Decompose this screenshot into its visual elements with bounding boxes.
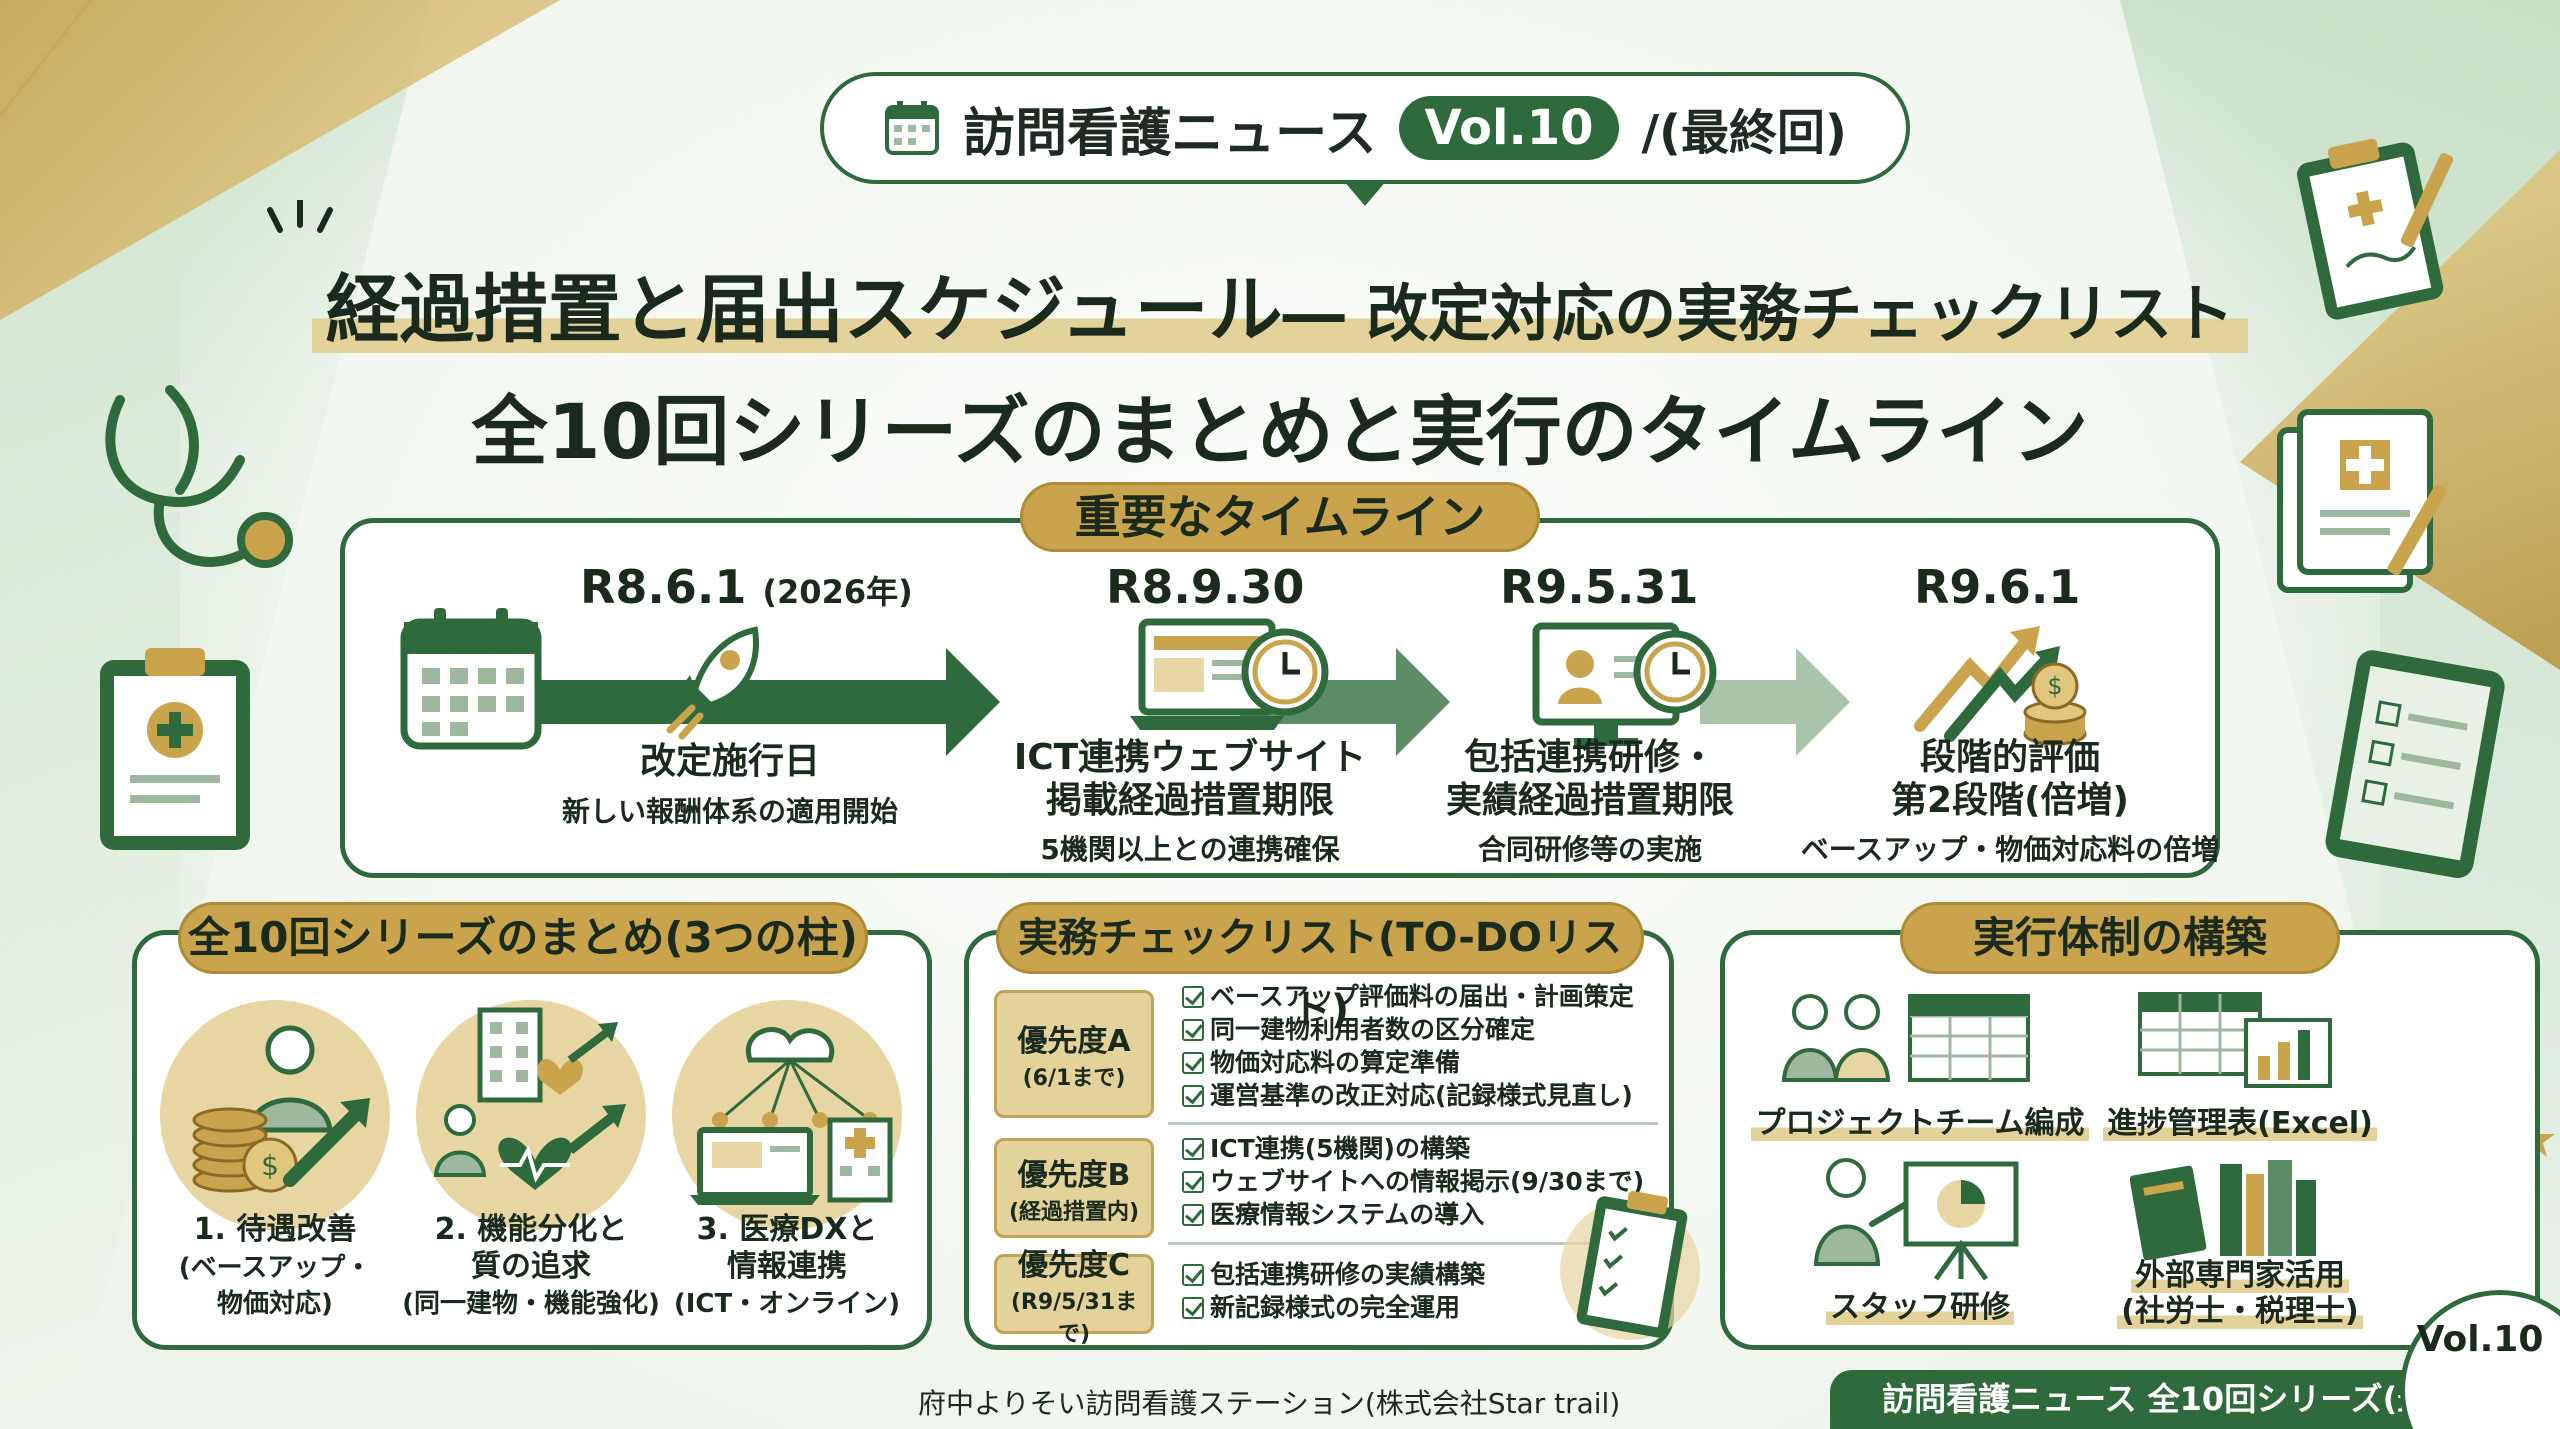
final-label: /(最終回) [1641,105,1847,161]
event-title: 段階的評価第2段階(倍増) [1891,737,2129,822]
checklist-group: ベースアップ評価料の届出・計画策定 同一建物利用者数の区分確定 物価対応料の算定… [1182,980,1634,1112]
checkbox-checked-icon [1182,1137,1204,1160]
event-title: 包括連携研修・実績経過措置期限 [1445,737,1734,822]
checklist-tag: 実務チェックリスト(TO-DOリスト) [996,902,1644,1033]
event-date: R9.6.1 [1914,560,2081,614]
checkbox-checked-icon [1182,1084,1204,1107]
station-name: 府中よりそい訪問看護ステーション(株式会社Star trail) [918,1387,1621,1420]
news-header-badge: 訪問看護ニュース Vol.10 /(最終回) [820,72,1910,206]
pillar-label: 2. 機能分化と質の追求(同一建物・機能強化) [402,1212,660,1320]
presentation-icon [1813,1158,2019,1281]
event-date: R8.9.30 [1106,560,1305,614]
timeline-arrow [1700,648,1850,756]
stethoscope-icon [105,385,293,568]
team-item-label: プロジェクトチーム編成 [1740,1098,2100,1142]
checklist-group: 包括連携研修の実績構築 新記録様式の完全運用 [1182,1258,1485,1324]
building-heart-icon [433,1007,626,1190]
checkbox-checked-icon [1182,1051,1204,1074]
divider [1168,1242,1658,1245]
checklist-item[interactable]: ウェブサイトへの情報掲示(9/30まで) [1182,1165,1644,1198]
checkbox-checked-icon [1182,985,1204,1008]
event-sub: ベースアップ・物価対応料の倍増 [1800,833,2220,866]
pillar-label: 3. 医療DXと情報連携(ICT・オンライン) [673,1212,901,1320]
title-main: 経過措置と届出スケジュール [325,267,1283,353]
summary-tag: 全10回シリーズのまとめ(3つの柱) [178,902,868,974]
checklist-item[interactable]: ベースアップ評価料の届出・計画策定 [1182,980,1634,1013]
nurse-coins-icon: $ [192,1025,370,1193]
priority-badge: 優先度A(6/1まで) [994,990,1154,1118]
calendar-icon [885,101,940,155]
divider [1168,1122,1658,1125]
checklist-item[interactable]: 医療情報システムの導入 [1182,1198,1644,1231]
svg-text:$: $ [261,1149,279,1182]
checklist-item[interactable]: 運営基準の改正対応(記録様式見直し) [1182,1079,1634,1112]
page-title: 経過措置と届出スケジュール― 改定対応の実務チェックリスト [0,250,2560,357]
growth-coins-icon: $ [1914,626,2087,746]
clipboard-pen-icon [2297,138,2454,320]
spreadsheet-chart-icon [2138,992,2332,1088]
event-date-note: (2026年) [762,573,913,611]
page-subtitle: 全10回シリーズのまとめと実行のタイムライン [471,387,2089,476]
sparkle-icon [267,200,333,233]
team-sheet-icon [1781,994,2030,1082]
checkbox-checked-icon [1182,1203,1204,1226]
event-sub: 合同研修等の実施 [1477,833,1702,866]
timeline-tag: 重要なタイムライン [1020,482,1540,552]
svg-text:$: $ [2047,672,2062,700]
event-date: R9.5.31 [1500,560,1699,614]
checkbox-checked-icon [1182,1170,1204,1193]
medical-document-icon [2277,409,2447,593]
vol-badge: Vol.10 [1398,96,1620,160]
checkbox-checked-icon [1182,1263,1204,1286]
pillar-label: 1. 待遇改善(ベースアップ・物価対応) [178,1212,372,1320]
rocket-icon [666,626,759,740]
series-name: 訪問看護ニュース [963,103,1377,164]
calendar-icon [400,608,542,750]
event-date: R8.6.1 (2026年) [580,560,913,614]
tablet-checklist-icon [2325,650,2505,879]
event-title: ICT連携ウェブサイト掲載経過措置期限 [1013,737,1367,822]
laptop-clock-icon [1130,618,1329,730]
title-sub: ― 改定対応の実務チェックリスト [1282,277,2235,350]
vol-corner-text: Vol.10 [2416,1319,2544,1360]
checklist-item[interactable]: 同一建物利用者数の区分確定 [1182,1013,1634,1046]
checklist-item[interactable]: ICT連携(5機関)の構築 [1182,1132,1644,1165]
priority-badge: 優先度B(経過措置内) [994,1138,1154,1238]
checkbox-checked-icon [1182,1018,1204,1041]
event-title: 改定施行日 [639,741,820,782]
team-tag: 実行体制の構築 [1900,902,2340,974]
monitor-clock-icon [1532,622,1717,746]
team-item-label: スタッフ研修 [1780,1282,2060,1326]
event-sub: 5機関以上との連携確保 [1040,833,1340,866]
checklist-group: ICT連携(5機関)の構築 ウェブサイトへの情報掲示(9/30まで) 医療情報シ… [1182,1132,1644,1231]
clipboard-icon [100,648,250,850]
priority-badge: 優先度C(R9/5/31まで) [994,1248,1154,1347]
checklist-item[interactable]: 物価対応料の算定準備 [1182,1046,1634,1079]
checklist-item[interactable]: 包括連携研修の実績構築 [1182,1258,1485,1291]
team-item-label: 外部専門家活用(社労士・税理士) [2080,1258,2400,1330]
checkbox-checked-icon [1182,1296,1204,1319]
clipboard-checklist-icon [1560,1190,1700,1340]
cloud-network-icon [690,1027,893,1205]
checklist-item[interactable]: 新記録様式の完全運用 [1182,1291,1485,1324]
books-icon [2130,1160,2316,1260]
event-sub: 新しい報酬体系の適用開始 [561,795,898,828]
team-item-label: 進捗管理表(Excel) [2080,1098,2400,1142]
